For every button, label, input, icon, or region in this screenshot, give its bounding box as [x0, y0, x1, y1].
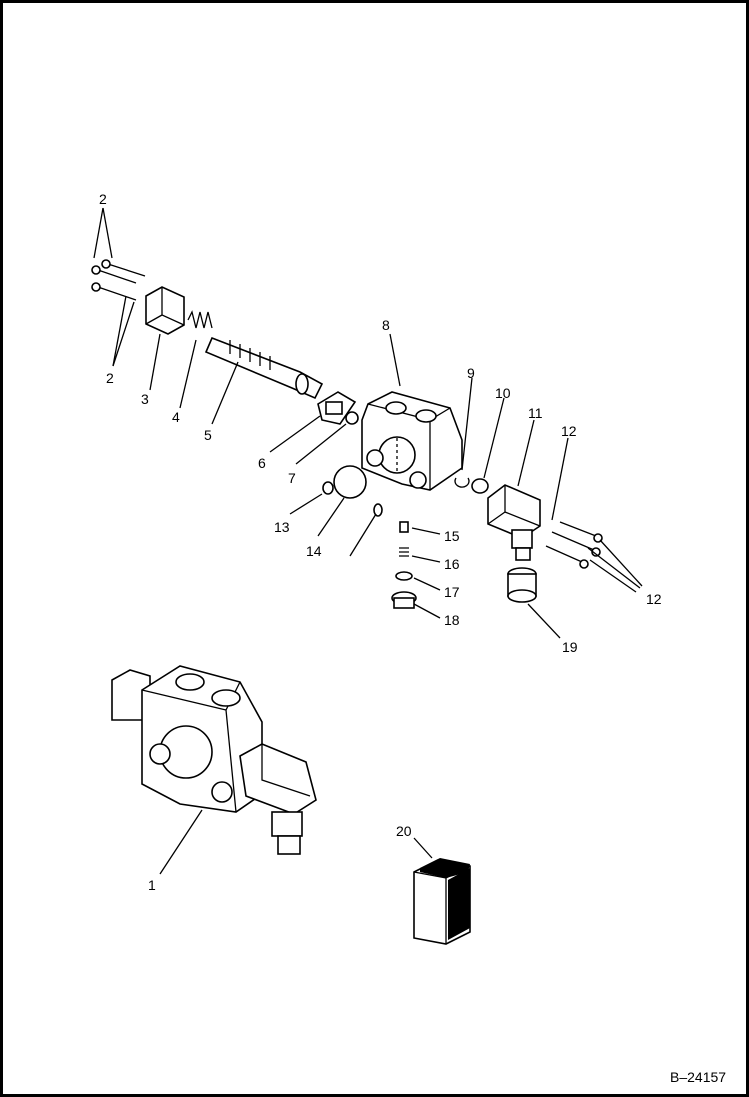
callout-8: 8 [382, 317, 390, 333]
part-8-valve-section [361, 391, 463, 491]
part-18-plug [391, 591, 417, 609]
callout-2-bottom: 2 [106, 370, 114, 386]
callout-labels: 2 2 3 4 5 6 7 8 9 10 11 12 12 13 14 15 1… [99, 191, 662, 893]
callout-11: 11 [528, 405, 543, 421]
part-17-o-ring [395, 571, 413, 581]
callout-9: 9 [467, 365, 475, 381]
part-5-spool [204, 336, 324, 400]
callout-16: 16 [444, 556, 460, 572]
callout-20: 20 [396, 823, 412, 839]
part-19-fitting [507, 567, 537, 603]
callout-13: 13 [274, 519, 290, 535]
part-10-seal [471, 478, 489, 494]
callout-1: 1 [148, 877, 156, 893]
part-6-plate [317, 391, 357, 425]
callout-14: 14 [306, 543, 322, 559]
part-16-spring [399, 547, 409, 557]
part-14-o-ring [333, 465, 367, 499]
part-9-ring [454, 477, 470, 488]
part-4-spring [187, 310, 213, 329]
part-12-bolts-right [545, 521, 603, 569]
callout-17: 17 [444, 584, 460, 600]
leader-lines [93, 207, 643, 875]
callout-6: 6 [258, 455, 266, 471]
callout-19: 19 [562, 639, 578, 655]
part-2-bolts-left [91, 259, 146, 301]
callout-4: 4 [172, 409, 180, 425]
part-11-end-cap [487, 484, 541, 561]
callout-7: 7 [288, 470, 296, 486]
callout-10: 10 [495, 385, 511, 401]
callout-3: 3 [141, 391, 149, 407]
part-7-seal [345, 411, 359, 425]
callout-15: 15 [444, 528, 460, 544]
callout-2-top: 2 [99, 191, 107, 207]
part-15-poppet [399, 521, 409, 533]
callout-18: 18 [444, 612, 460, 628]
callout-12-top: 12 [561, 423, 577, 439]
callout-12-right: 12 [646, 591, 662, 607]
part-20-seal-kit-box [413, 858, 471, 945]
part-13-o-ring [322, 481, 334, 495]
callout-5: 5 [204, 427, 212, 443]
part-1-valve-section-assembly [111, 665, 317, 855]
part-3-end-cap [145, 286, 185, 335]
drawing-number: B–24157 [670, 1069, 726, 1085]
part-unlabeled-o-ring [373, 503, 383, 517]
